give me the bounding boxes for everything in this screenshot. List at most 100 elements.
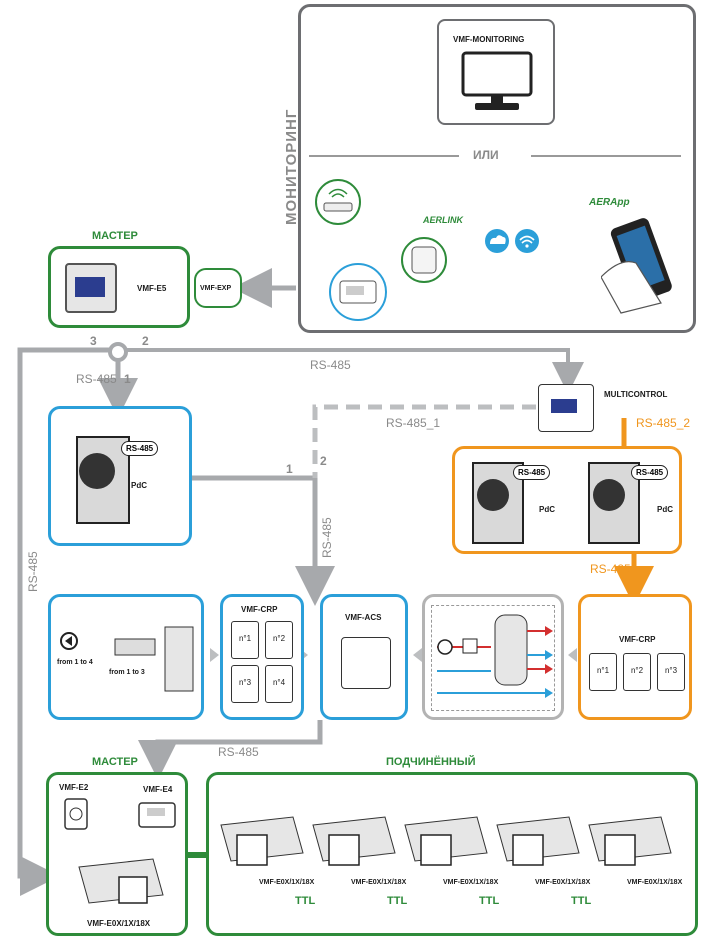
multicontrol-label: MULTICONTROL	[604, 390, 668, 399]
pdc-pair-bubble-1: RS-485	[513, 465, 551, 480]
fancoil-slave-icon-1	[220, 816, 304, 866]
arrow-crp-left	[210, 648, 219, 662]
vmf-e5-screen	[75, 277, 105, 297]
heat-pump-icon	[76, 436, 130, 524]
pdc-acs-line	[192, 475, 335, 606]
pdc-single-box: RS-485 PdC	[48, 406, 192, 546]
ttl-label-2: TTL	[387, 895, 408, 907]
crp-left-slot-1: n°1	[231, 621, 259, 659]
arrow-crp-tank	[568, 648, 577, 662]
vmf-e4-label: VMF-E4	[143, 785, 173, 794]
master-top-box: VMF-E5	[48, 246, 190, 328]
divider-left	[309, 155, 459, 157]
vmf-monitoring-label: VMF-MONITORING	[453, 35, 525, 44]
thermostat-icon	[329, 263, 387, 321]
vmf-e5-device	[65, 263, 117, 313]
vmf-e4-device-icon	[138, 802, 176, 828]
slave-unit-label-1: VMF-E0X/1X/18X	[259, 879, 315, 886]
vmf-monitoring-card: VMF-MONITORING	[437, 19, 555, 125]
rs485-vertical-label: RS-485	[320, 517, 334, 558]
ventilation-box: from 1 to 4 from 1 to 3	[48, 594, 204, 720]
router-icon	[315, 179, 361, 225]
crp-right-box: VMF-CRP n°1 n°2 n°3	[578, 594, 692, 720]
rs485-left-vertical-label: RS-485	[26, 551, 40, 592]
from-1-3-label: from 1 to 3	[109, 669, 145, 676]
crp-right-slot-2: n°2	[623, 653, 651, 691]
rs485-2-label: RS-485_2	[636, 416, 691, 430]
bus-number-1: 1	[124, 372, 131, 386]
master-top-title: МАСТЕР	[92, 230, 138, 242]
divider-right	[531, 155, 681, 157]
master-bottom-title: МАСТЕР	[92, 756, 138, 768]
fancoil-slave-icon-4	[496, 816, 580, 866]
fancoil-slave-icon-3	[404, 816, 488, 866]
master-unit-label: VMF-E0X/1X/18X	[87, 919, 151, 928]
crp-left-slot-2: n°2	[265, 621, 293, 659]
fancoil-slave-icon-2	[312, 816, 396, 866]
crp-left-slot-3: n°3	[231, 665, 259, 703]
vmf-exp-label: VMF-EXP	[200, 285, 232, 292]
acs-master-line	[138, 720, 323, 780]
line-number-2: 2	[320, 454, 327, 468]
bus-number-3: 3	[90, 334, 97, 348]
fancoil-master-icon	[78, 858, 164, 904]
crp-right-slot-1: n°1	[589, 653, 617, 691]
rs485-1-label: RS-485_1	[386, 416, 441, 430]
pdc-pair-label-1: PdC	[539, 505, 555, 514]
heat-pump-icon-2	[588, 462, 640, 544]
monitor-icon	[461, 51, 533, 110]
rs485-1-dashed	[312, 404, 536, 478]
crp-right-slot-3: n°3	[657, 653, 685, 691]
bus-node	[108, 342, 128, 362]
multicontrol-device	[538, 384, 594, 432]
vmf-e2-label: VMF-E2	[59, 783, 89, 792]
ttl-label-3: TTL	[479, 895, 500, 907]
crp-left-box: VMF-CRP n°1 n°2 n°3 n°4	[220, 594, 304, 720]
crp-left-title: VMF-CRP	[241, 605, 278, 614]
rs485-label-2: RS-485	[310, 358, 351, 372]
monitoring-panel: МОНИТОРИНГ VMF-MONITORING ИЛИ AERLINK	[283, 4, 696, 333]
tank-schematic	[437, 614, 553, 698]
vmf-e2-device-icon	[64, 798, 88, 830]
tank-schematic-box	[422, 594, 564, 720]
bus-3-line	[17, 347, 118, 896]
air-unit-icon	[164, 626, 194, 692]
arrow-acs-tank	[413, 648, 422, 662]
smartphone-hand-icon	[601, 218, 672, 314]
tank-dashed-frame	[431, 605, 555, 711]
from-1-4-label: from 1 to 4	[57, 659, 93, 666]
acs-box: VMF-ACS	[320, 594, 408, 720]
vmf-exp-box: VMF-EXP	[194, 268, 242, 308]
fan-icon	[60, 632, 78, 650]
multicontrol-screen	[551, 399, 577, 413]
acs-title: VMF-ACS	[345, 613, 382, 622]
slave-unit-label-3: VMF-E0X/1X/18X	[443, 879, 499, 886]
aerlink-device-icon	[401, 237, 447, 283]
slave-unit-label-4: VMF-E0X/1X/18X	[535, 879, 591, 886]
rs485-bottom-label: RS-485	[218, 745, 259, 759]
slave-title: ПОДЧИНЁННЫЙ	[386, 756, 476, 768]
pdc-pair-label-2: PdC	[657, 505, 673, 514]
recuperator-icon	[114, 638, 156, 656]
ttl-label-4: TTL	[571, 895, 592, 907]
master-bottom-box: VMF-E2 VMF-E4 VMF-E0X/1X/18X	[46, 772, 188, 936]
bus-2-line	[118, 348, 584, 394]
vmf-e5-label: VMF-E5	[137, 284, 167, 293]
pdc-pair-box: RS-485 PdC RS-485 PdC	[452, 446, 682, 554]
monitoring-vertical-label: МОНИТОРИНГ	[283, 108, 300, 225]
pdc-single-label: PdC	[131, 481, 147, 490]
rs485-label-1: RS-485	[76, 372, 117, 386]
crp-right-title: VMF-CRP	[619, 635, 656, 644]
line-number-1: 1	[286, 462, 293, 476]
rs485-orange-label: RS-485	[590, 562, 631, 576]
slave-unit-label-2: VMF-E0X/1X/18X	[351, 879, 407, 886]
bus-number-2: 2	[142, 334, 149, 348]
pdc-pair-bubble-2: RS-485	[631, 465, 669, 480]
pdc-single-bubble: RS-485	[121, 441, 159, 456]
slave-box: VMF-E0X/1X/18X VMF-E0X/1X/18X VMF-E0X/1X…	[206, 772, 698, 936]
or-label: ИЛИ	[473, 148, 499, 162]
crp-left-slot-4: n°4	[265, 665, 293, 703]
ttl-label-1: TTL	[295, 895, 316, 907]
acs-device	[341, 637, 391, 689]
aerapp-logo: AERApp	[589, 197, 630, 208]
